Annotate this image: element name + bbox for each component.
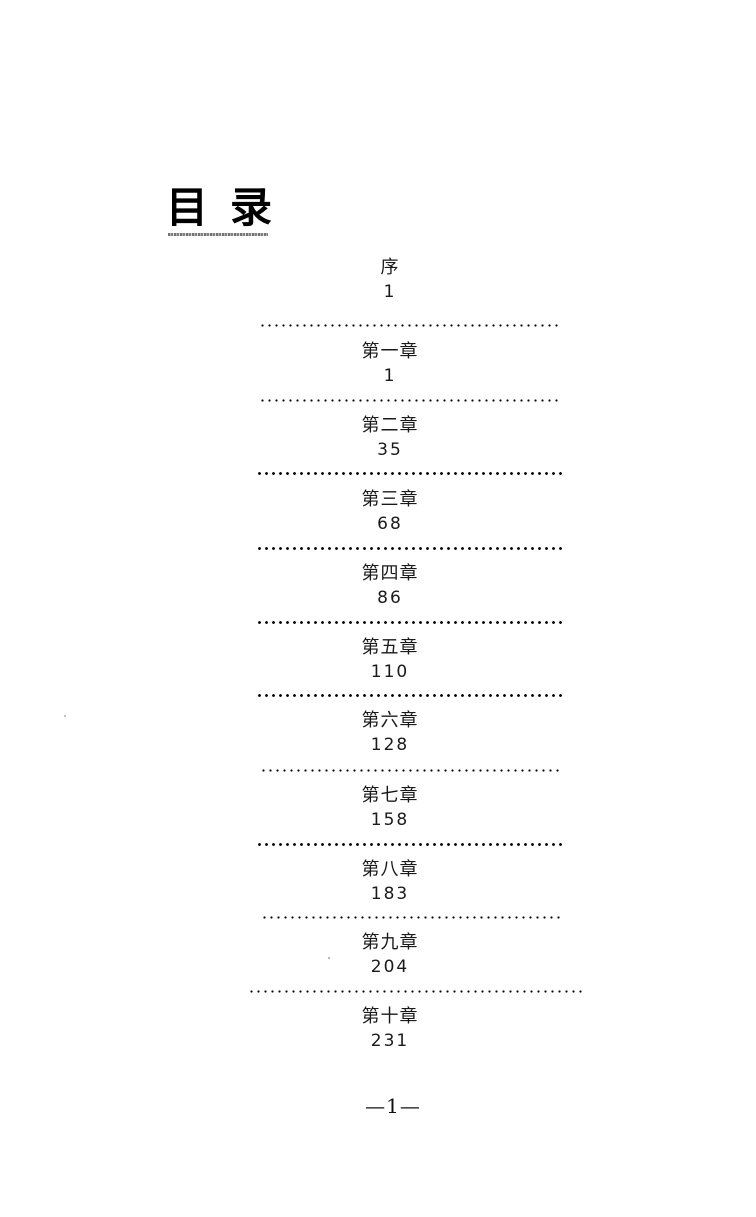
toc-entry-title: 第八章 — [361, 859, 419, 880]
toc-entry-page: 128 — [370, 735, 410, 755]
toc-entry-title: 第二章 — [361, 415, 419, 436]
toc-entry-chapter-6[interactable]: 第六章 128 — [0, 710, 756, 756]
dot-leader — [260, 769, 560, 772]
toc-entry-title: 序 — [380, 257, 400, 278]
dot-leader — [259, 399, 559, 402]
heading-underline — [168, 233, 268, 236]
toc-entry-page: 1 — [383, 366, 397, 386]
dot-leader — [256, 621, 564, 624]
toc-entry-page: 110 — [370, 662, 410, 682]
toc-entry-title: 第七章 — [361, 785, 419, 806]
toc-entry-title: 第四章 — [361, 563, 419, 584]
toc-entry-title: 第一章 — [361, 341, 419, 362]
toc-entry-title: 第九章 — [361, 932, 419, 953]
toc-entry-chapter-4[interactable]: 第四章 86 — [0, 563, 756, 609]
toc-entry-chapter-5[interactable]: 第五章 110 — [0, 637, 756, 683]
dot-leader — [256, 694, 564, 697]
dot-leader — [259, 324, 559, 327]
toc-entry-chapter-1[interactable]: 第一章 1 — [0, 341, 756, 387]
scan-speck — [64, 715, 66, 717]
dot-leader — [248, 990, 582, 993]
toc-entry-chapter-7[interactable]: 第七章 158 — [0, 785, 756, 831]
toc-entry-page: 86 — [377, 588, 403, 608]
toc-entry-chapter-9[interactable]: 第九章 204 — [0, 932, 756, 978]
toc-entry-page: 231 — [370, 1031, 410, 1051]
toc-entry-preface[interactable]: 序 1 — [0, 257, 756, 303]
toc-entry-title: 第三章 — [361, 489, 419, 510]
toc-entry-chapter-2[interactable]: 第二章 35 — [0, 415, 756, 461]
toc-entry-chapter-3[interactable]: 第三章 68 — [0, 489, 756, 535]
toc-entry-page: 68 — [377, 514, 403, 534]
toc-entry-chapter-8[interactable]: 第八章 183 — [0, 859, 756, 905]
toc-entry-page: 158 — [370, 810, 410, 830]
toc-entry-title: 第五章 — [361, 637, 419, 658]
toc-entry-page: 204 — [370, 957, 410, 977]
toc-entry-chapter-10[interactable]: 第十章 231 — [0, 1006, 756, 1052]
toc-entry-title: 第十章 — [361, 1006, 419, 1027]
toc-entry-page: 35 — [377, 440, 403, 460]
toc-entry-page: 1 — [383, 282, 397, 302]
dot-leader — [256, 547, 564, 550]
dot-leader — [261, 916, 561, 919]
scan-speck — [328, 957, 330, 959]
toc-entry-page: 183 — [370, 884, 410, 904]
dot-leader — [256, 472, 564, 475]
dot-leader — [256, 843, 564, 846]
page-number: —1— — [365, 1094, 421, 1118]
toc-entry-title: 第六章 — [361, 710, 419, 731]
page-title: 目录 — [166, 183, 295, 232]
